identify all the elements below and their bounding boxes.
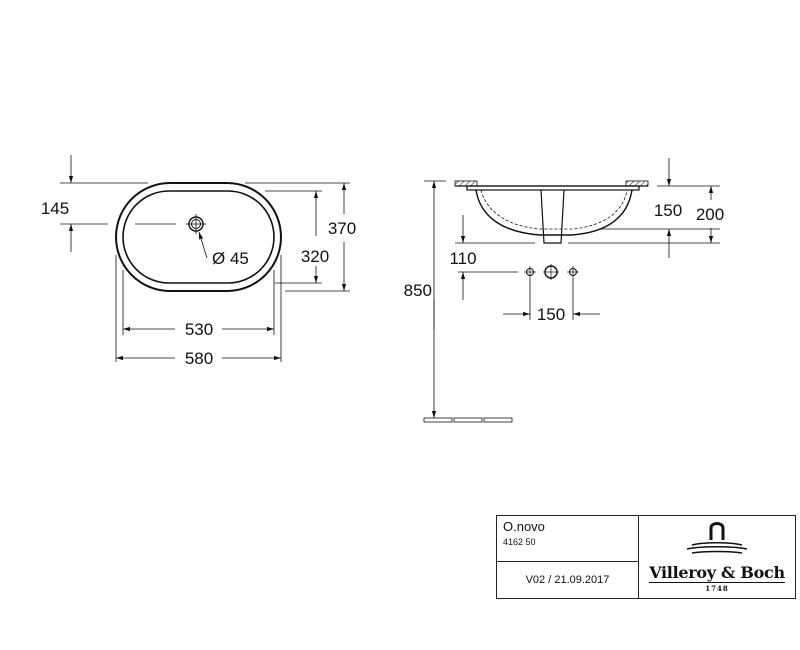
brand-name: Villeroy & Boch (649, 563, 785, 582)
tap-hole-left-icon (524, 266, 536, 278)
brand-year: 1748 (705, 584, 729, 593)
brand-underline (649, 582, 785, 583)
top-view (60, 155, 350, 362)
countertop-left (454, 180, 478, 187)
dim-outer-width: 580 (185, 349, 213, 368)
dim-tap-spacing: 150 (537, 305, 565, 324)
basin-inner-outline (122, 190, 275, 284)
dim-drain-offset: 145 (41, 199, 69, 218)
dim-outer-depth: 370 (328, 219, 356, 238)
product-name: O.novo (503, 519, 545, 534)
basin-outer-outline (115, 182, 282, 292)
drain-pipe (540, 189, 565, 244)
side-view (423, 158, 720, 423)
tap-hole-right-icon (567, 266, 579, 278)
brand-logo: Villeroy & Boch 1748 (639, 516, 795, 598)
fountain-logo-icon (686, 522, 748, 554)
title-block: O.novo 4162 50 V02 / 21.09.2017 Villeroy… (496, 515, 796, 599)
tap-hole-center-icon (543, 264, 559, 280)
dim-inner-width: 530 (185, 320, 213, 339)
dim-inner-depth: 320 (301, 247, 329, 266)
dim-bowl-depth: 150 (654, 201, 682, 220)
title-block-info: O.novo 4162 50 V02 / 21.09.2017 (497, 516, 639, 598)
dim-total-height: 200 (696, 205, 724, 224)
title-block-product: O.novo 4162 50 (497, 516, 638, 562)
dim-mount-height: 850 (404, 281, 432, 300)
floor-tiles (423, 417, 513, 423)
product-code: 4162 50 (503, 537, 536, 547)
version-date: V02 / 21.09.2017 (525, 574, 610, 586)
basin-bowl-profile (475, 189, 633, 236)
dim-tap-hole-offset: 110 (449, 249, 476, 268)
dim-drain-diameter: Ø 45 (212, 249, 249, 268)
drain-icon (186, 214, 206, 234)
countertop-right (625, 180, 649, 187)
